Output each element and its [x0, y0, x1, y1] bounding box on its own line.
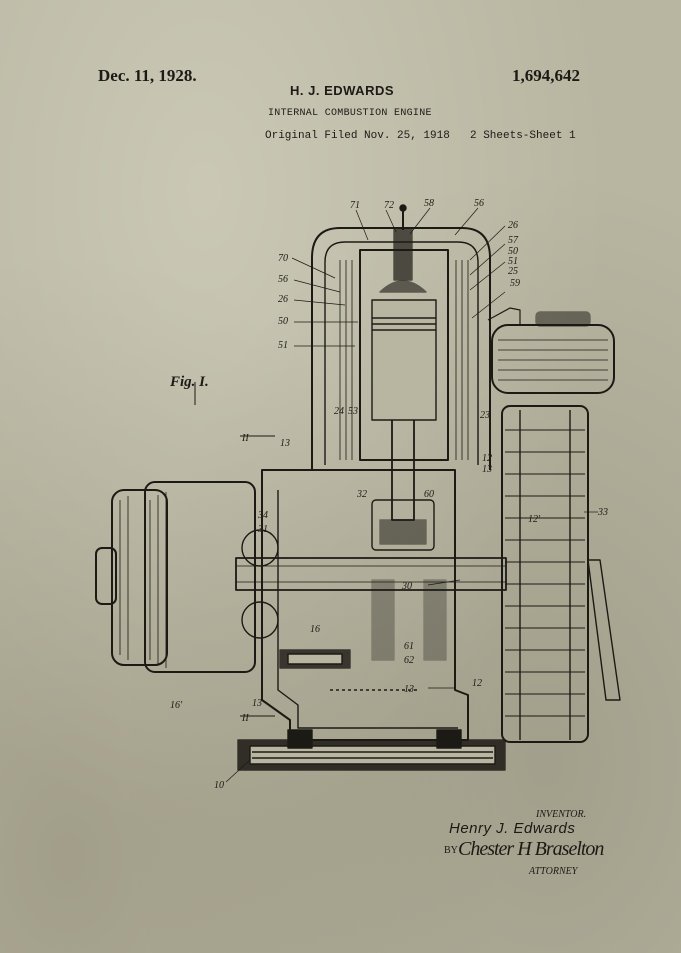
ref-25: 25: [508, 266, 518, 277]
ref-30: 30: [401, 581, 412, 592]
ref-33: 33: [597, 507, 608, 518]
sheet-info: 2 Sheets-Sheet 1: [470, 130, 576, 142]
ref-71: 71: [350, 200, 360, 211]
ref-57: 57: [508, 235, 519, 246]
ref-26b: 26: [278, 294, 288, 305]
ref-31: 31: [257, 524, 268, 535]
filing-info: Original Filed Nov. 25, 1918: [265, 130, 450, 142]
ref-72: 72: [384, 200, 394, 211]
ref-53: 53: [348, 406, 358, 417]
ref-16prime: 16': [170, 700, 183, 711]
ref-56b: 56: [278, 274, 288, 285]
ref-60: 60: [424, 489, 434, 500]
ref-59: 59: [510, 278, 520, 289]
left-housing: [95, 481, 279, 673]
attorney-label: ATTORNEY: [529, 866, 578, 877]
ref-26: 26: [508, 220, 518, 231]
ref-24: 24: [334, 406, 344, 417]
crankshaft: [235, 557, 507, 591]
section-markers: [194, 382, 275, 717]
fuel-tank: [487, 307, 615, 394]
ref-61: 61: [404, 641, 414, 652]
engine-base: [237, 729, 506, 771]
reference-numerals: 71 72 58 56 26 57 50 51 25 59 70 56 26 5…: [170, 198, 608, 791]
section-mark-top: II: [241, 433, 249, 444]
leader-lines: [225, 207, 598, 783]
flywheel: [501, 405, 621, 743]
figure-label: Fig. I.: [170, 374, 209, 390]
connecting-rod: [371, 420, 447, 661]
inventor-label: INVENTOR.: [536, 809, 587, 820]
patent-number: 1,694,642: [512, 66, 580, 85]
ref-51b: 51: [278, 340, 288, 351]
section-mark-bottom: II: [241, 713, 249, 724]
ref-12b: 12: [472, 678, 482, 689]
ref-56: 56: [474, 198, 484, 209]
ref-50: 50: [508, 246, 518, 257]
ref-13b: 13: [280, 438, 290, 449]
ref-12a: 12: [482, 453, 492, 464]
ref-32a: 32: [356, 489, 367, 500]
ref-12prime: 12': [528, 514, 541, 525]
attorney-signature: Chester H Braselton: [458, 838, 604, 860]
ref-62: 62: [404, 655, 414, 666]
patent-title: INTERNAL COMBUSTION ENGINE: [268, 108, 432, 119]
cylinder: [311, 204, 491, 470]
ref-13c: 13: [404, 684, 414, 695]
ref-23: 23: [480, 410, 490, 421]
ref-16: 16: [310, 624, 320, 635]
ref-50b: 50: [278, 316, 288, 327]
ref-10: 10: [214, 780, 224, 791]
inventor-header: H. J. EDWARDS: [290, 83, 395, 98]
ref-34: 34: [257, 510, 268, 521]
ref-70: 70: [278, 253, 288, 264]
ref-13d: 13: [252, 698, 262, 709]
ref-13a: 13: [482, 464, 492, 475]
inventor-name: Henry J. Edwards: [449, 820, 576, 837]
ref-51: 51: [508, 256, 518, 267]
patent-date: Dec. 11, 1928.: [98, 66, 197, 85]
by-label: BY: [444, 845, 458, 856]
ref-58: 58: [424, 198, 434, 209]
